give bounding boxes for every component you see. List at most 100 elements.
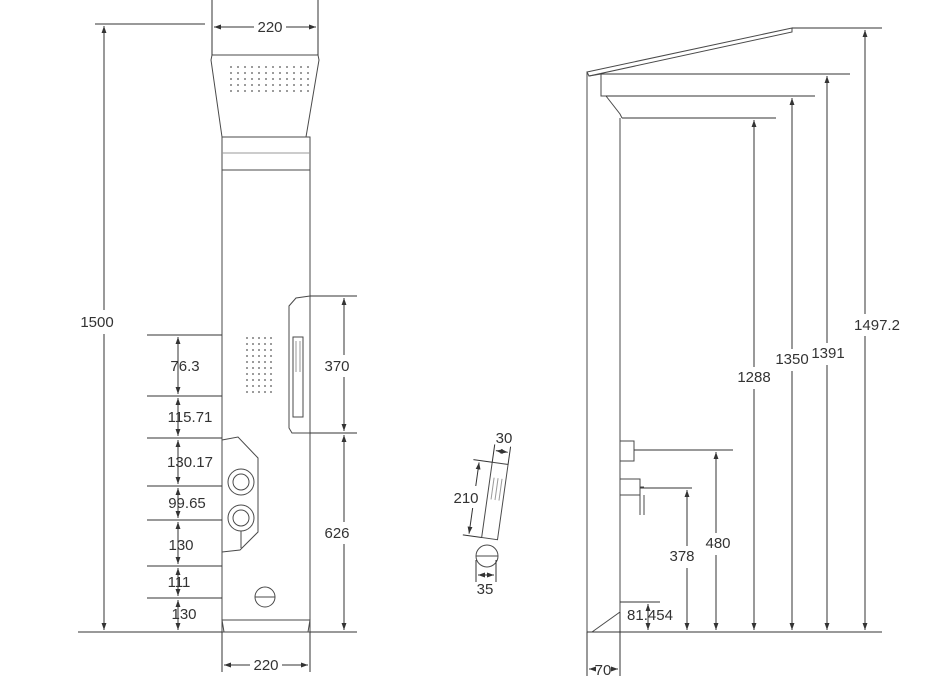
body-jet-dot [252, 361, 254, 363]
dim-bottom-width: 220 [253, 657, 278, 674]
nozzle-dot [237, 66, 239, 68]
nozzle-dot [272, 84, 274, 86]
body-jet-dot [246, 367, 248, 369]
body-jet-dot [270, 373, 272, 375]
hand-shower-detail: 30 210 35 [453, 430, 512, 598]
dim-seg-2: 115.71 [168, 409, 213, 426]
mixer-plate [222, 437, 258, 552]
nozzle-dot [251, 90, 253, 92]
nozzle-dot [258, 78, 260, 80]
dim-top-width: 220 [257, 19, 282, 36]
nozzle-dot [300, 78, 302, 80]
nozzle-dot [258, 90, 260, 92]
nozzle-dot [230, 72, 232, 74]
nozzle-dot [272, 72, 274, 74]
dim-handshower-holder: 370 [324, 358, 349, 375]
nozzle-dot [307, 84, 309, 86]
dim-seg-4: 99.65 [168, 495, 206, 512]
side-shower-head [587, 28, 792, 76]
body-jet-dot [246, 373, 248, 375]
nozzle-dot [300, 72, 302, 74]
side-knob-upper [620, 441, 634, 461]
nozzle-dot [237, 78, 239, 80]
body-jet-dot [252, 379, 254, 381]
nozzle-dot [265, 66, 267, 68]
nozzle-dot [258, 66, 260, 68]
body-jet-dot [264, 379, 266, 381]
nozzle-dot [279, 84, 281, 86]
body-jet-dot [258, 337, 260, 339]
body-jet-dot [270, 379, 272, 381]
nozzle-dot [307, 66, 309, 68]
nozzle-dot [237, 72, 239, 74]
body-jet-dot [246, 385, 248, 387]
nozzle-dot [300, 90, 302, 92]
dim-side-1497: 1497.2 [854, 317, 900, 334]
body-jet-dot [246, 355, 248, 357]
nozzle-dot [230, 66, 232, 68]
body-jet-dot [264, 373, 266, 375]
nozzle-dot [272, 66, 274, 68]
body-jet-nozzles [246, 337, 272, 393]
nozzle-dot [279, 72, 281, 74]
nozzle-dot [251, 78, 253, 80]
nozzle-dot [279, 78, 281, 80]
nozzle-dot [300, 66, 302, 68]
body-jet-dot [252, 373, 254, 375]
dim-total-height: 1500 [80, 314, 113, 331]
body-jet-dot [258, 349, 260, 351]
body-jet-dot [264, 385, 266, 387]
nozzle-dot [265, 72, 267, 74]
dim-side-1288: 1288 [737, 369, 770, 386]
nozzle-dot [258, 84, 260, 86]
body-jet-dot [264, 367, 266, 369]
nozzle-dot [258, 72, 260, 74]
body-jet-dot [264, 391, 266, 393]
dim-hand-width-top: 30 [496, 430, 513, 447]
dim-hand-length: 210 [453, 490, 478, 507]
body-jet-dot [252, 391, 254, 393]
nozzle-dot [293, 78, 295, 80]
body-jet-dot [258, 385, 260, 387]
dim-seg-5: 130 [168, 537, 193, 554]
dim-seg-1: 76.3 [170, 358, 199, 375]
dim-side-81: 81.454 [627, 607, 673, 624]
nozzle-dot [244, 72, 246, 74]
front-view: 220 220 1500 76.3 115.71 130.17 99.65 13… [78, 0, 360, 674]
nozzle-dot [286, 84, 288, 86]
nozzle-dot [300, 84, 302, 86]
nozzle-dot [265, 84, 267, 86]
rain-shower-head [211, 55, 319, 137]
nozzle-dot [293, 66, 295, 68]
handshower [293, 337, 303, 417]
nozzle-dot [293, 84, 295, 86]
body-jet-dot [246, 361, 248, 363]
side-knob-lower [620, 479, 640, 495]
nozzle-dot [251, 72, 253, 74]
body-jet-dot [270, 367, 272, 369]
nozzle-dot [307, 72, 309, 74]
nozzle-dot [244, 78, 246, 80]
body-jet-dot [264, 355, 266, 357]
dim-hand-width-bottom: 35 [477, 581, 494, 598]
body-jet-dot [270, 355, 272, 357]
body-jet-dot [258, 355, 260, 357]
body-jet-dot [270, 337, 272, 339]
nozzle-dot [286, 72, 288, 74]
nozzle-dot [279, 90, 281, 92]
body-jet-dot [270, 385, 272, 387]
body-jet-dot [258, 361, 260, 363]
nozzle-dot [307, 78, 309, 80]
nozzle-dot [279, 66, 281, 68]
dim-side-1350: 1350 [775, 351, 808, 368]
nozzle-dot [286, 78, 288, 80]
body-jet-dot [270, 349, 272, 351]
body-jet-dot [258, 379, 260, 381]
body-jet-dot [258, 391, 260, 393]
body-jet-dot [252, 355, 254, 357]
dim-side-1391: 1391 [811, 345, 844, 362]
body-jet-dot [246, 379, 248, 381]
nozzle-dot [230, 84, 232, 86]
body-jet-dot [264, 349, 266, 351]
